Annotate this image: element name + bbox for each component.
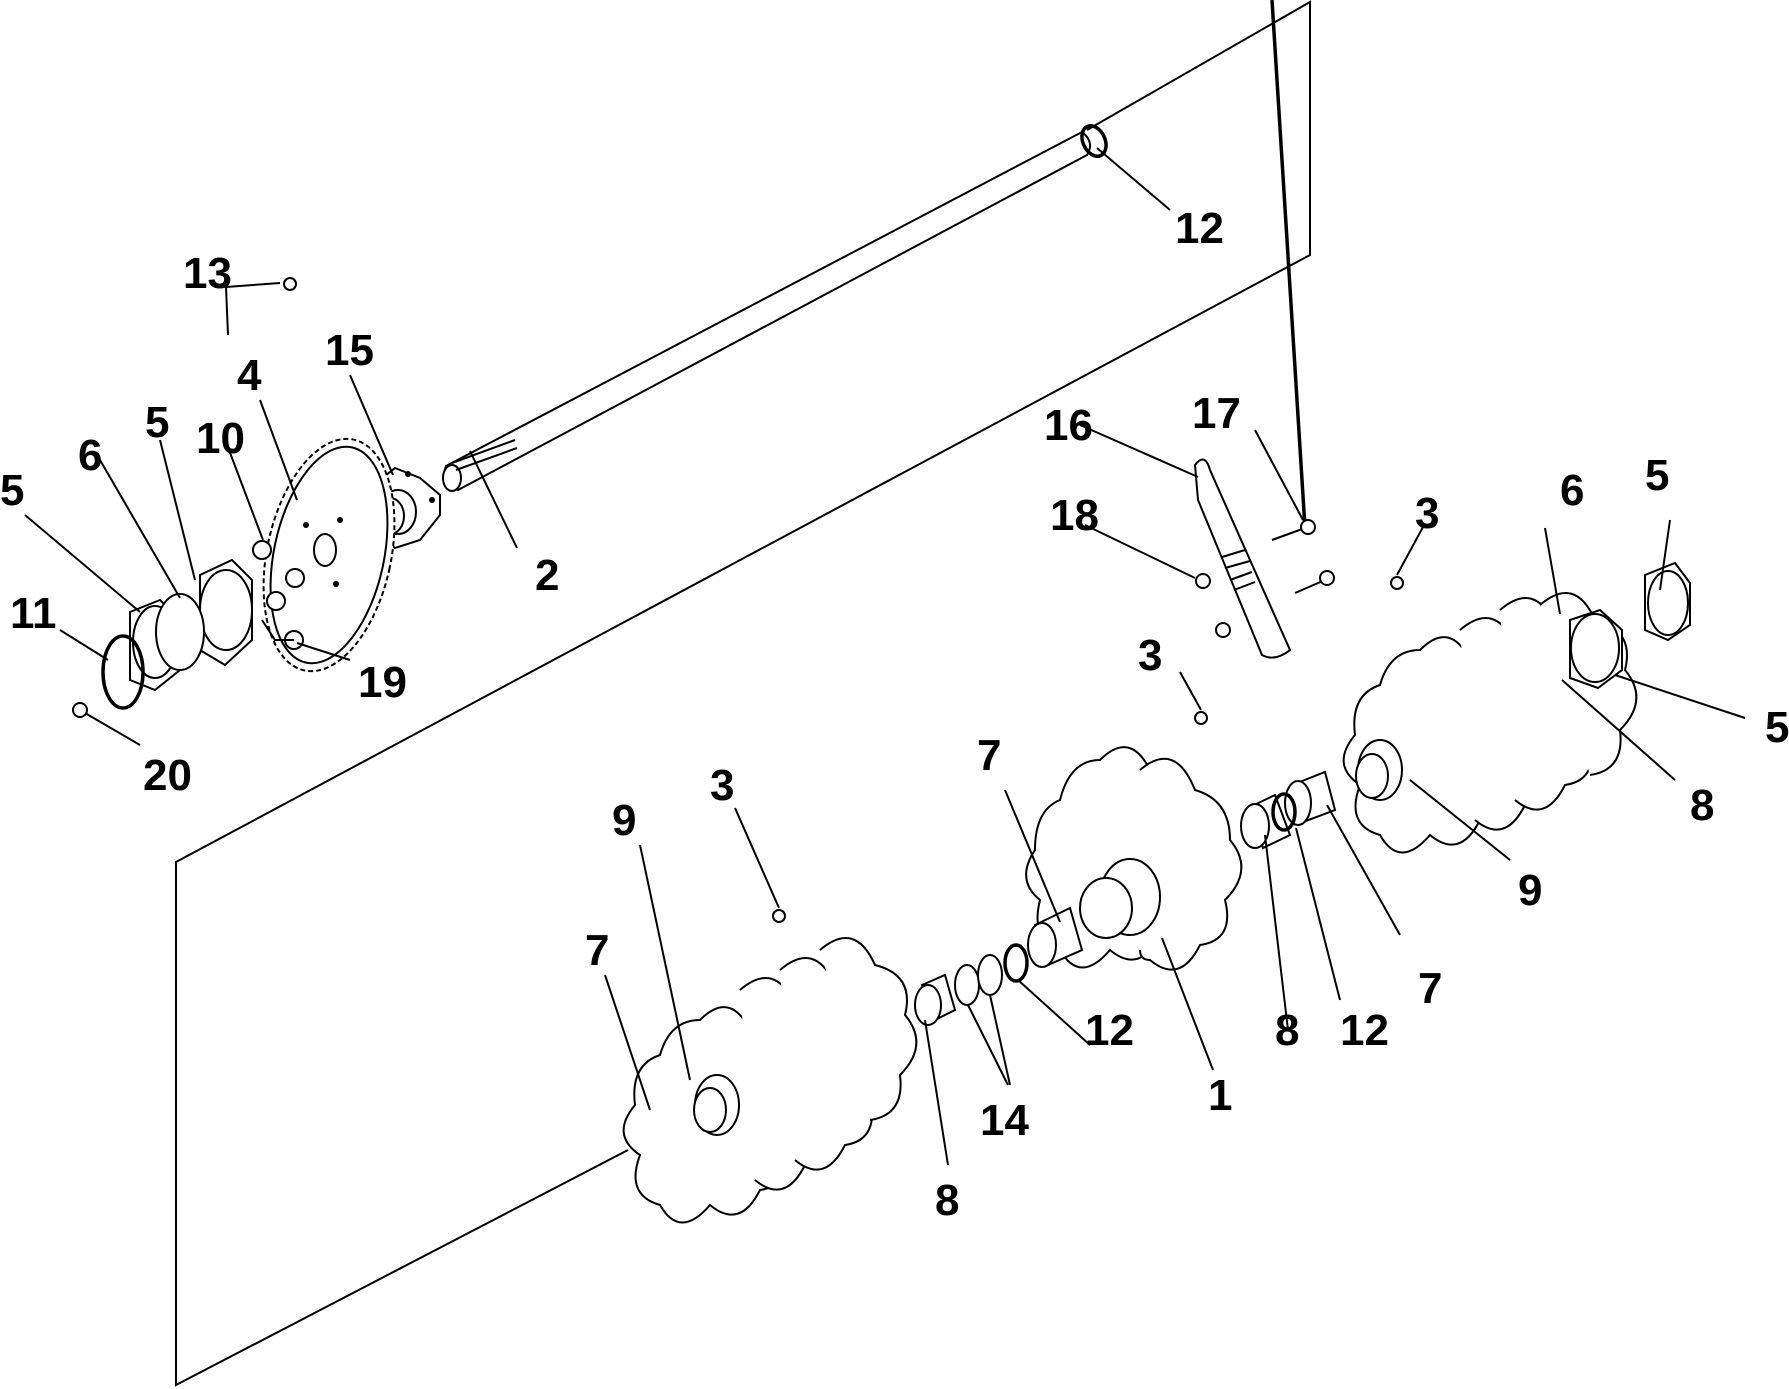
callout-5: 5	[0, 466, 24, 515]
scraper-icon	[1193, 458, 1292, 659]
rotor-disc-icon	[622, 937, 918, 1224]
callout-7: 7	[977, 731, 1001, 780]
leader-lines	[24, 147, 1746, 1166]
callout-8: 8	[1275, 1006, 1299, 1055]
callout-13: 13	[183, 249, 232, 298]
callout-4: 4	[237, 351, 262, 400]
callout-10: 10	[196, 414, 245, 463]
bearing-flange-icon	[72, 558, 253, 718]
callout-12: 12	[1175, 204, 1224, 253]
callout-5: 5	[1765, 703, 1789, 752]
callout-5: 5	[145, 398, 169, 447]
callout-14: 14	[980, 1096, 1029, 1145]
callout-3: 3	[1415, 489, 1439, 538]
callout-8: 8	[935, 1176, 959, 1225]
callout-7: 7	[585, 926, 609, 975]
callout-11: 11	[10, 589, 57, 638]
pin-icon	[225, 277, 297, 336]
callout-2: 2	[535, 551, 559, 600]
callout-3: 3	[1138, 631, 1162, 680]
callout-6: 6	[78, 431, 102, 480]
callout-9: 9	[1518, 866, 1542, 915]
callout-9: 9	[612, 796, 636, 845]
callout-12: 12	[1340, 1006, 1389, 1055]
callout-20: 20	[143, 751, 192, 800]
callout-19: 19	[358, 658, 407, 707]
callout-3: 3	[710, 761, 734, 810]
callout-6: 6	[1560, 466, 1584, 515]
callout-17: 17	[1192, 389, 1241, 438]
callout-12: 12	[1085, 1006, 1134, 1055]
nut-icon	[772, 576, 1404, 923]
bolt-icon	[1195, 0, 1335, 638]
callout-labels: 12 13 15 4 5 10 6 5 11 19 20 2 16 17 18 …	[0, 204, 1789, 1225]
shaft-icon	[442, 124, 1108, 492]
callout-16: 16	[1044, 401, 1093, 450]
callout-5: 5	[1645, 451, 1669, 500]
callout-8: 8	[1690, 781, 1714, 830]
bearing-flange-icon	[1569, 561, 1691, 690]
callout-18: 18	[1050, 491, 1099, 540]
callout-1: 1	[1208, 1071, 1232, 1120]
callout-15: 15	[325, 326, 374, 375]
nut-icon	[252, 540, 305, 650]
callout-7: 7	[1418, 964, 1442, 1013]
ring-icon	[954, 792, 1297, 1006]
sprocket-icon	[262, 437, 396, 673]
